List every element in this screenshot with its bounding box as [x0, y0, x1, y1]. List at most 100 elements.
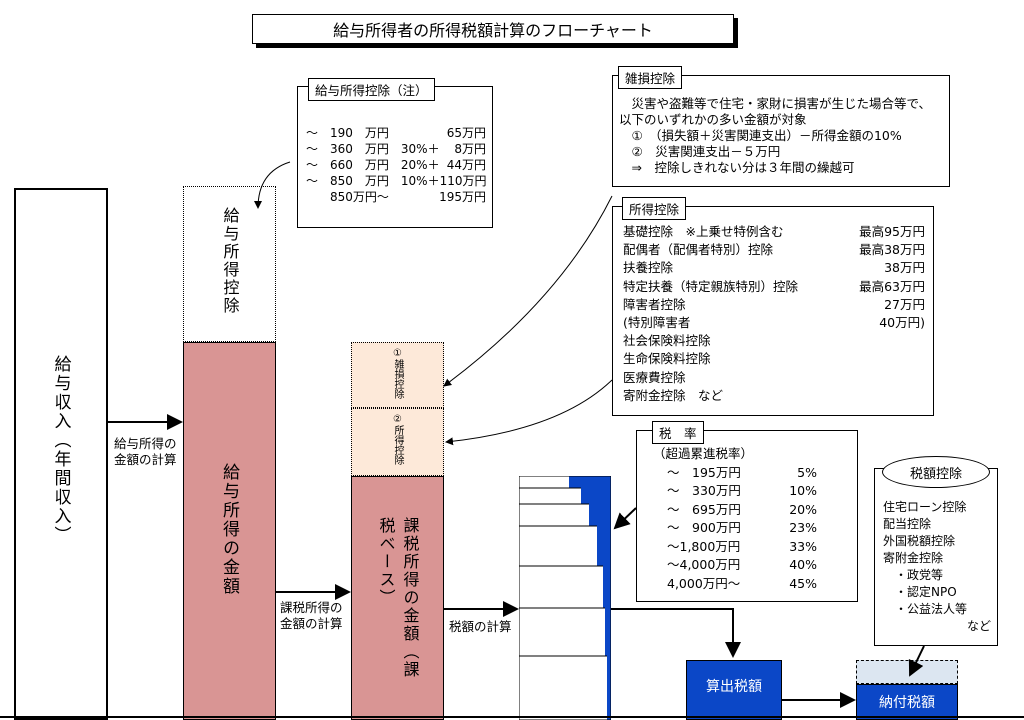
- kyuyo-kojo-row-label: ～ 850 万円 10%＋: [306, 174, 440, 188]
- shotoku-kojo-row-value: 最高38万円: [859, 242, 925, 258]
- zeiritsu-row-label: ～1,800万円: [667, 538, 741, 554]
- zeigaku-kojo-line: など: [883, 619, 992, 633]
- shotoku-kojo-row-value: 最高63万円: [859, 278, 925, 294]
- zeigaku-kojo-line: 住宅ローン控除: [883, 500, 967, 514]
- zeiritsu-row: 4,000万円～ 45%: [667, 575, 817, 594]
- kyuyo-kojo-row: ～ 360 万円 30%＋ 8万円: [306, 141, 486, 157]
- shotoku-kojo-row: 医療費控除: [623, 369, 925, 387]
- shotoku-kojo-box-label: 所得控除: [622, 197, 687, 220]
- shotoku-kojo-row: (特別障害者 40万円): [623, 314, 925, 332]
- zeigaku-kojo-line: ・認定NPO: [883, 585, 957, 599]
- title-box: 給与所得者の所得税額計算のフローチャート: [252, 14, 734, 44]
- shotoku-kojo-row-label: 障害者控除: [623, 296, 686, 312]
- kyuyo-kojo-row: ～ 660 万円 20%＋ 44万円: [306, 157, 486, 173]
- zeiritsu-row-label: ～ 330万円: [667, 483, 741, 498]
- zeiritsu-row-value: 20%: [789, 501, 817, 517]
- shotoku-kojo-row-value: 最高95万円: [859, 224, 925, 239]
- shotoku-kojo-row-label: 扶養控除: [623, 260, 674, 276]
- zeiritsu-row: ～ 900万円 23%: [667, 519, 817, 538]
- flow-label-step3: 税額の計算: [449, 619, 512, 634]
- shotoku-kojo-row-label: 基礎控除 ※上乗せ特例含む: [623, 224, 784, 239]
- zatsuson-line: ① （損失額＋災害関連支出）－所得金額の10%: [619, 128, 902, 143]
- shotoku-tag: ②所得控除: [351, 408, 444, 476]
- zatsuson-line: ② 災害関連支出－５万円: [619, 144, 781, 159]
- shotoku-kojo-row-value: 27万円: [884, 296, 925, 312]
- kyuyo-kojo-bar: 給与所得控除: [183, 186, 276, 342]
- nofu-box: 納付税額: [856, 684, 958, 720]
- tax-stair-chart: [519, 476, 611, 720]
- kyuyo-kojo-row-value: 8万円: [454, 142, 486, 156]
- zeigaku-kojo-line: 配当控除: [883, 517, 932, 531]
- kyuyo-shotoku-label: 給与所得の金額: [219, 463, 239, 596]
- zatsuson-tag-label: ①雑損控除: [392, 348, 403, 399]
- zeigaku-kojo-line: ・公益法人等: [883, 602, 968, 616]
- zatsuson-line: 以下のいずれかの多い金額が対象: [619, 112, 807, 127]
- kazei-base-label: 課税所得の金額（課税ベース）: [376, 517, 420, 679]
- zeiritsu-subtitle: （超過累進税率）: [653, 446, 754, 461]
- shotoku-kojo-box: 基礎控除 ※上乗せ特例含む最高95万円配偶者（配偶者特別）控除最高38万円扶養控…: [612, 206, 934, 416]
- zeiritsu-row-label: ～ 195万円: [667, 464, 741, 480]
- shotoku-kojo-row-value: 40万円): [879, 315, 925, 331]
- kyuyo-kojo-row-label: ～ 660 万円 20%＋: [306, 158, 440, 172]
- shotoku-kojo-row: 配偶者（配偶者特別）控除 最高38万円: [623, 241, 925, 259]
- shotoku-kojo-row-label: 特定扶養（特定親族特別）控除: [623, 278, 799, 294]
- zeiritsu-row-label: ～ 900万円: [667, 520, 741, 535]
- kyuyo-kojo-row-value: 195万円: [439, 190, 486, 204]
- zeiritsu-row-value: 45%: [789, 575, 817, 591]
- income-bar: 給与収入（年間収入）: [14, 188, 108, 720]
- sanshutsu-box: 算出税額: [686, 660, 782, 720]
- zeiritsu-row: ～1,800万円 33%: [667, 538, 817, 557]
- shotoku-kojo-row-label: (特別障害者: [623, 315, 691, 331]
- shotoku-kojo-row: 基礎控除 ※上乗せ特例含む 最高95万円: [623, 223, 925, 241]
- zeiritsu-row-value: 23%: [789, 520, 817, 535]
- kazei-base-bar: 課税所得の金額（課税ベース）: [351, 476, 444, 720]
- zeiritsu-row-value: 40%: [789, 557, 817, 572]
- zeiritsu-row: ～ 330万円 10%: [667, 482, 817, 501]
- zeiritsu-row-label: 4,000万円～: [667, 575, 741, 591]
- zeiritsu-row-value: 5%: [797, 464, 817, 480]
- shotoku-kojo-row: 障害者控除 27万円: [623, 296, 925, 314]
- zeigaku-kojo-line: 寄附金控除: [883, 551, 944, 565]
- income-label: 給与収入（年間収入）: [50, 355, 71, 545]
- shotoku-kojo-row-label: 寄附金控除 など: [623, 387, 724, 403]
- zeiritsu-row-label: ～ 695万円: [667, 501, 741, 517]
- kyuyo-kojo-row-value: 65万円: [446, 126, 486, 140]
- shotoku-kojo-row-label: 社会保険料控除: [623, 333, 711, 349]
- zeiritsu-row: ～4,000万円 40%: [667, 556, 817, 575]
- shotoku-kojo-row: 寄附金控除 など: [623, 387, 925, 405]
- zatsuson-line: ⇒ 控除しきれない分は３年間の繰越可: [619, 160, 855, 175]
- shotoku-kojo-row: 扶養控除 38万円: [623, 259, 925, 277]
- kyuyo-kojo-label: 給与所得控除: [220, 207, 240, 315]
- zatsuson-tag: ①雑損控除: [351, 342, 444, 408]
- zatsuson-line: 災害や盗難等で住宅・家財に損害が生じた場合等で、: [619, 96, 932, 111]
- zeiritsu-row-label: ～4,000万円: [667, 557, 741, 572]
- zeiritsu-box-label: 税 率: [652, 421, 704, 444]
- flow-label-step2: 課税所得の金額の計算: [280, 600, 343, 631]
- zeiritsu-row: ～ 695万円 20%: [667, 501, 817, 520]
- kyuyo-kojo-row: ～ 850 万円 10%＋110万円: [306, 173, 486, 189]
- shotoku-tag-label: ②所得控除: [392, 414, 403, 465]
- zeigaku-kojo-line: 外国税額控除: [883, 534, 956, 548]
- kyuyo-kojo-row-label: ～ 190 万円: [306, 126, 389, 140]
- kyuyo-kojo-row-value: 44万円: [446, 158, 486, 172]
- shotoku-kojo-row: 生命保険料控除: [623, 350, 925, 368]
- nofu-top-box: [856, 660, 958, 684]
- shotoku-kojo-row: 特定扶養（特定親族特別）控除 最高63万円: [623, 278, 925, 296]
- kyuyo-kojo-row-label: ～ 360 万円 30%＋: [306, 142, 440, 156]
- zeiritsu-row-value: 33%: [789, 538, 817, 554]
- zatsuson-box: 災害や盗難等で住宅・家財に損害が生じた場合等で、以下のいずれかの多い金額が対象 …: [612, 75, 950, 187]
- shotoku-kojo-row-value: 38万円: [884, 260, 925, 276]
- kyuyo-kojo-row-label: 850万円～: [306, 190, 389, 204]
- kyuyo-shotoku-bar: 給与所得の金額: [183, 342, 276, 720]
- zeigaku-kojo-line: ・政党等: [883, 568, 944, 582]
- zatsuson-box-label: 雑損控除: [618, 66, 683, 89]
- zeigaku-kojo-label: 税額控除: [882, 456, 990, 488]
- kyuyo-kojo-table-label: 給与所得控除（注）: [308, 78, 435, 101]
- baseline: [0, 716, 1024, 718]
- shotoku-kojo-row-label: 配偶者（配偶者特別）控除: [623, 242, 774, 258]
- kyuyo-kojo-row: 850万円～ 195万円: [306, 189, 486, 205]
- shotoku-kojo-row-label: 医療費控除: [623, 369, 686, 385]
- zeiritsu-row-value: 10%: [789, 483, 817, 498]
